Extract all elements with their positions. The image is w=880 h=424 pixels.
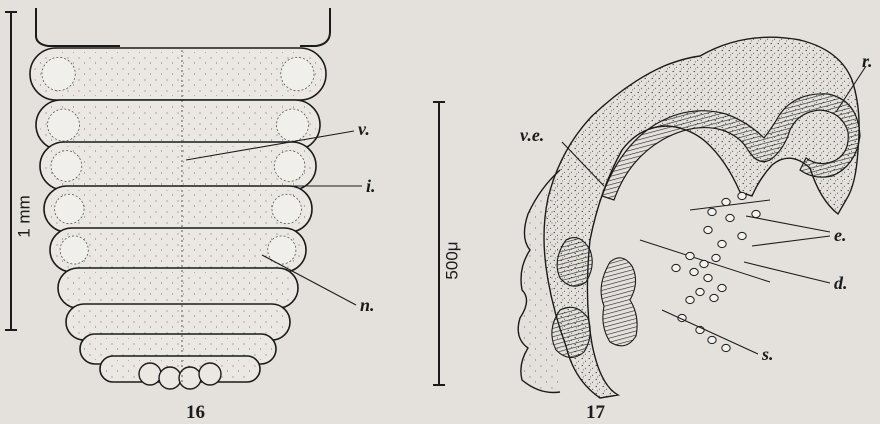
fig16-segment-lobe [281,57,314,90]
fig17-egg [704,226,712,233]
fig17-leader-d [744,262,830,283]
fig17-fold-left-1 [557,238,592,287]
fig16-label-v: v. [358,120,370,138]
fig17-egg [738,192,746,199]
fig16-segment-lobe [60,236,88,264]
fig17-egg [710,294,718,301]
fig17-fold-left-2 [552,307,590,357]
figure-17-drawing [433,37,866,398]
fig16-scale-label: 1 mm [16,187,33,247]
fig17-leader-s [662,310,758,354]
fig16-collar-outline [36,8,330,46]
fig17-outer-wall [544,37,859,398]
fig17-egg [718,284,726,291]
fig17-wavy-margin [518,170,560,393]
fig16-segment-stipple [40,104,316,146]
fig16-segment-stipple [70,308,286,336]
fig17-label-e: e. [834,226,847,244]
fig16-segment-lobe [42,57,75,90]
fig17-egg [722,344,730,351]
fig16-segment-stipple [44,146,312,186]
fig17-fold-center [601,258,637,346]
fig17-egg [708,208,716,215]
figure-16-number: 16 [186,403,205,422]
fig16-terminal-lobe [139,363,161,385]
fig17-egg [686,296,694,303]
fig16-segment-stipple [54,232,302,268]
fig17-label-s: s. [762,345,774,363]
fig17-egg [708,336,716,343]
fig16-segment-stipple [34,52,322,96]
fig17-egg [718,240,726,247]
fig16-label-n: n. [360,296,375,314]
fig17-egg [738,232,746,239]
fig17-egg [690,268,698,275]
fig17-leader-e2 [752,236,830,246]
fig17-leader-e1 [746,216,830,232]
fig17-egg [726,214,734,221]
fig16-segment-lobe [277,109,309,141]
fig16-segment-lobe [55,194,84,223]
fig16-segment-stipple [48,190,308,228]
fig17-egg [700,260,708,267]
fig17-label-d: d. [834,274,848,292]
figure-17-number: 17 [586,403,605,422]
fig17-egg [722,198,730,205]
fig16-scale-bar [5,12,17,330]
figure-16-drawing [5,8,362,389]
fig17-scale-label: 500μ [444,237,461,285]
fig16-label-i: i. [366,177,376,195]
fig16-segment-lobe [51,151,82,182]
fig16-segment-lobe [272,194,301,223]
fig17-egg [704,274,712,281]
fig16-segments [30,48,326,389]
fig16-segment-stipple [62,272,294,304]
fig16-terminal-lobe [159,367,181,389]
fig17-egg [672,264,680,271]
fig17-egg [686,252,694,259]
fig17-egg [696,288,704,295]
fig16-terminal-lobe [199,363,221,385]
fig17-egg [752,210,760,217]
fig16-segment-lobe [274,151,305,182]
fig17-label-r: r. [862,52,873,70]
fig17-label-ve: v.e. [520,126,544,144]
fig16-segment-lobe [48,109,80,141]
fig17-egg [712,254,720,261]
